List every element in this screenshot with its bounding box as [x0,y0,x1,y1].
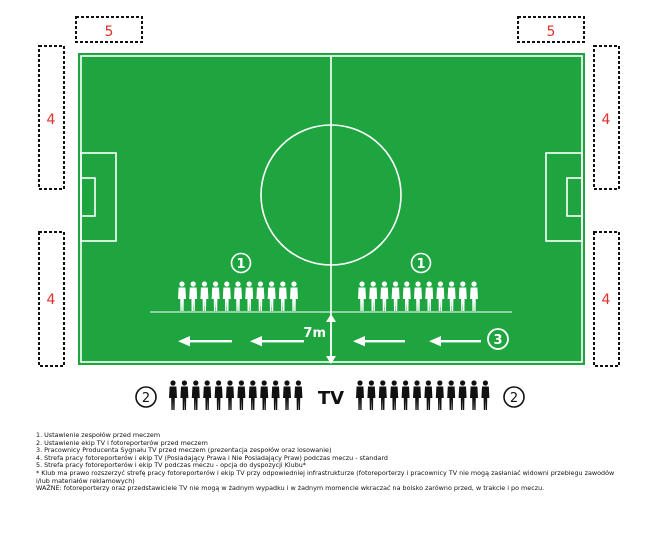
marker-2-right-label: 2 [510,391,518,406]
player-figure [425,281,434,311]
zone-4-right-bottom-label: 4 [602,292,611,308]
media-figure [458,380,467,410]
media-figure [237,380,246,410]
marker-2-left-label: 2 [142,391,150,406]
legend-item-1: 1. Ustawienie zespołów przed meczem [36,431,161,439]
arrow-4 [429,336,481,347]
marker-1-left-label: 1 [236,257,245,272]
legend-footnote: * Klub ma prawo rozszerzyć strefę pracy … [36,468,615,485]
pitch [78,53,585,365]
media-figure [203,380,212,410]
zone-4-left-bottom: 4 [38,231,65,367]
media-figure [214,380,223,410]
player-figure [458,281,467,311]
marker-1-left: 1 [230,252,252,274]
player-figure [402,281,411,311]
zone-4-right-top: 4 [593,45,620,190]
media-figure [378,380,387,410]
media-figure [390,380,399,410]
media-figure [248,380,257,410]
player-figure [245,281,254,311]
zone-4-left-top-label: 4 [47,112,56,128]
player-figure [391,281,400,311]
player-figure [189,281,198,311]
media-crew-left [169,380,303,410]
marker-1-right: 1 [410,252,432,274]
player-figure [470,281,478,311]
left-goal-area [80,177,96,217]
zone-5-right-label: 5 [547,24,556,40]
player-figure [436,281,445,311]
media-figure [470,380,478,410]
media-figure [226,380,234,410]
team-lineup-right [358,281,478,311]
media-figure [424,380,433,410]
legend-item-2: 2. Ustawienie ekip TV i fotoreporterów p… [36,438,208,447]
player-figure [369,281,378,311]
player-figure [234,281,242,311]
marker-3-label: 3 [493,333,502,348]
zone-5-left-label: 5 [105,24,114,40]
zone-4-left-bottom-label: 4 [47,292,56,308]
media-figure [356,380,364,410]
media-figure [260,380,269,410]
zone-5-left: 5 [75,16,143,43]
team-lineup-left [178,281,298,311]
player-figure [211,281,220,311]
centre-circle [260,124,402,266]
marker-2-right: 2 [503,386,525,408]
player-figure [380,281,389,311]
media-figure [481,380,490,410]
player-figure [290,281,298,311]
player-figure [178,281,186,311]
player-figure [447,281,456,311]
media-figure [180,380,189,410]
player-figure [200,281,209,311]
marker-2-left: 2 [135,386,157,408]
media-figure [367,380,376,410]
distance-label: 7m [303,326,326,341]
player-figure [256,281,265,311]
media-figure [283,380,291,410]
player-figure [267,281,276,311]
player-figure [278,281,287,311]
tv-label: TV [318,388,344,409]
legend: 1. Ustawienie zespołów przed meczem 2. U… [36,431,626,493]
legend-item-5: 5. Strefa pracy fotoreporterów i ekip TV… [36,461,307,470]
legend-warning: WAŻNE: fotoreporterzy oraz przedstawicie… [36,484,545,493]
distance-indicator: 7m [303,314,336,364]
media-figure [413,380,421,410]
right-goal-area [566,177,583,217]
arrows-left-direction [178,336,481,347]
arrow-1 [178,336,232,347]
player-figure [358,281,366,311]
media-figure [169,380,177,410]
player-figure [414,281,422,311]
arrow-3 [353,336,405,347]
zone-4-right-top-label: 4 [602,112,611,128]
media-figure [401,380,410,410]
arrow-2 [250,336,304,347]
media-crew-right [356,380,490,410]
player-figure [222,281,231,311]
marker-3: 3 [487,328,509,350]
legend-item-4: 4. Strefa pracy fotoreporterów i ekip TV… [36,453,388,462]
media-figure [447,380,456,410]
zone-4-left-top: 4 [38,45,65,190]
media-figure [294,380,303,410]
legend-item-3: 3. Pracownicy Producenta Sygnału TV prze… [36,446,332,455]
zone-4-right-bottom: 4 [593,231,620,367]
media-figure [271,380,280,410]
zone-5-right: 5 [517,16,585,43]
marker-1-right-label: 1 [416,257,425,272]
pitch-diagram: 5 5 4 4 4 4 1 1 [38,16,620,410]
media-figure [435,380,444,410]
media-figure [191,380,200,410]
